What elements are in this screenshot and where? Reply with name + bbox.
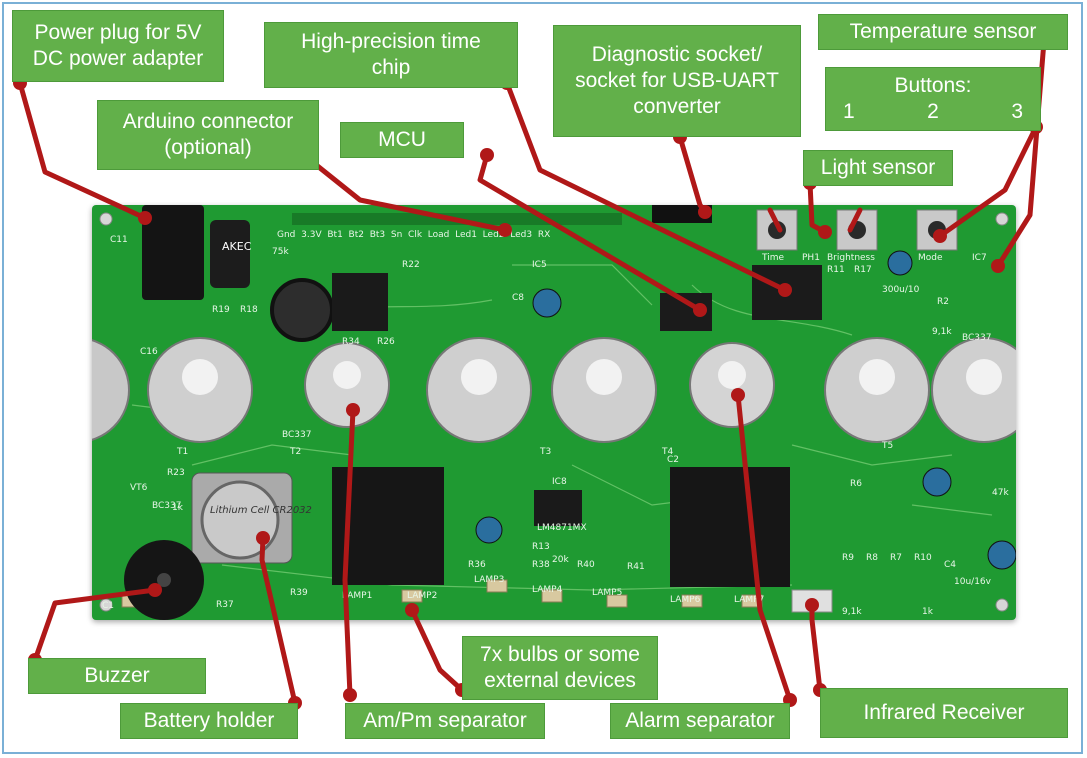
silk-10u: 10u/16v <box>954 577 991 587</box>
silk-47k: 47k <box>992 488 1009 498</box>
silk-t2: T2 <box>290 447 302 457</box>
silk-vt6: VT6 <box>130 483 148 493</box>
silk-bc337-b: BC337 <box>962 333 992 343</box>
silk-ic8: IC8 <box>552 477 567 487</box>
silk-r40: R40 <box>577 560 595 570</box>
silk-20k: 20k <box>552 555 569 565</box>
label-buttons: Buttons: 1 2 3 <box>825 67 1041 131</box>
silk-r2: R2 <box>937 297 949 307</box>
silk-c4: C4 <box>944 560 957 570</box>
silk-r19: R19 <box>212 305 230 315</box>
silk-r26: R26 <box>377 337 395 347</box>
silk-t1: T1 <box>177 447 189 457</box>
silk-r8: R8 <box>866 553 878 563</box>
silk-mode: Mode <box>918 253 943 263</box>
silk-ic5: IC5 <box>532 260 547 270</box>
nixie-tubes <box>92 337 1016 443</box>
silk-1k-b: 1k <box>922 607 933 617</box>
silk-r9: R9 <box>842 553 854 563</box>
silk-top-pins: Gnd 3.3V Bt1 Bt2 Bt3 Sn Clk Load Led1 Le… <box>277 230 551 240</box>
pcb-board: Gnd 3.3V Bt1 Bt2 Bt3 Sn Clk Load Led1 Le… <box>92 205 1016 620</box>
silk-r37: R37 <box>216 600 234 610</box>
silk-75k: 75k <box>272 247 289 257</box>
silk-lamp5: LAMP5 <box>592 588 623 598</box>
silk-lamp2: LAMP2 <box>407 591 438 601</box>
silk-9-1k-a: 9,1k <box>932 327 952 337</box>
silk-r39: R39 <box>290 588 308 598</box>
silk-1k-a: 1k <box>172 503 183 513</box>
label-infrared-receiver: Infrared Receiver <box>820 688 1068 738</box>
silk-brightness: Brightness <box>827 253 875 263</box>
silk-c16: C16 <box>140 347 158 357</box>
silk-t3: T3 <box>540 447 552 457</box>
silk-r11: R11 <box>827 265 845 275</box>
silk-t4: T4 <box>662 447 674 457</box>
silk-time: Time <box>762 253 785 263</box>
silk-lm4871: LM4871MX <box>537 523 587 533</box>
label-temperature-sensor: Temperature sensor <box>818 14 1068 50</box>
silk-lamp4: LAMP4 <box>532 585 563 595</box>
silk-r23: R23 <box>167 468 185 478</box>
label-arduino-connector: Arduino connector(optional) <box>97 100 319 170</box>
driver-chip-right <box>670 467 790 587</box>
label-buzzer: Buzzer <box>28 658 206 694</box>
silk-c8: C8 <box>512 293 525 303</box>
silk-r36: R36 <box>468 560 486 570</box>
silk-r41: R41 <box>627 562 645 572</box>
silk-r13: R13 <box>532 542 550 552</box>
silk-300u: 300u/10 <box>882 285 920 295</box>
silk-c11: C11 <box>110 235 128 245</box>
silk-bc337-a: BC337 <box>282 430 312 440</box>
label-alarm-separator: Alarm separator <box>610 703 790 739</box>
silk-lamp6: LAMP6 <box>670 595 701 605</box>
silk-r34: R34 <box>342 337 360 347</box>
silk-r7: R7 <box>890 553 902 563</box>
silk-akec: AKEC <box>222 240 252 253</box>
dc-jack <box>142 205 204 300</box>
silk-r22: R22 <box>402 260 420 270</box>
silk-r6: R6 <box>850 479 862 489</box>
silk-r18: R18 <box>240 305 258 315</box>
silk-bc337-c: BC337 <box>152 501 182 511</box>
label-mcu: MCU <box>340 122 464 158</box>
silk-lamp7: LAMP7 <box>734 595 765 605</box>
silk-r10: R10 <box>914 553 932 563</box>
silk-lamp1: LAMP1 <box>342 591 373 601</box>
label-battery-holder: Battery holder <box>120 703 298 739</box>
label-ampm-separator: Am/Pm separator <box>345 703 545 739</box>
silk-lamp3: LAMP3 <box>474 575 505 585</box>
silk-r38: R38 <box>532 560 550 570</box>
silk-t5: T5 <box>882 441 894 451</box>
silk-ic7: IC7 <box>972 253 987 263</box>
silk-r17: R17 <box>854 265 872 275</box>
silk-ph1: PH1 <box>802 253 820 263</box>
silk-c2: C2 <box>667 455 680 465</box>
silk-c1: C1 <box>102 601 115 611</box>
silk-9-1k-b: 9,1k <box>842 607 862 617</box>
label-light-sensor: Light sensor <box>803 150 953 186</box>
silk-battery-text: Lithium Cell CR2032 <box>210 505 312 516</box>
